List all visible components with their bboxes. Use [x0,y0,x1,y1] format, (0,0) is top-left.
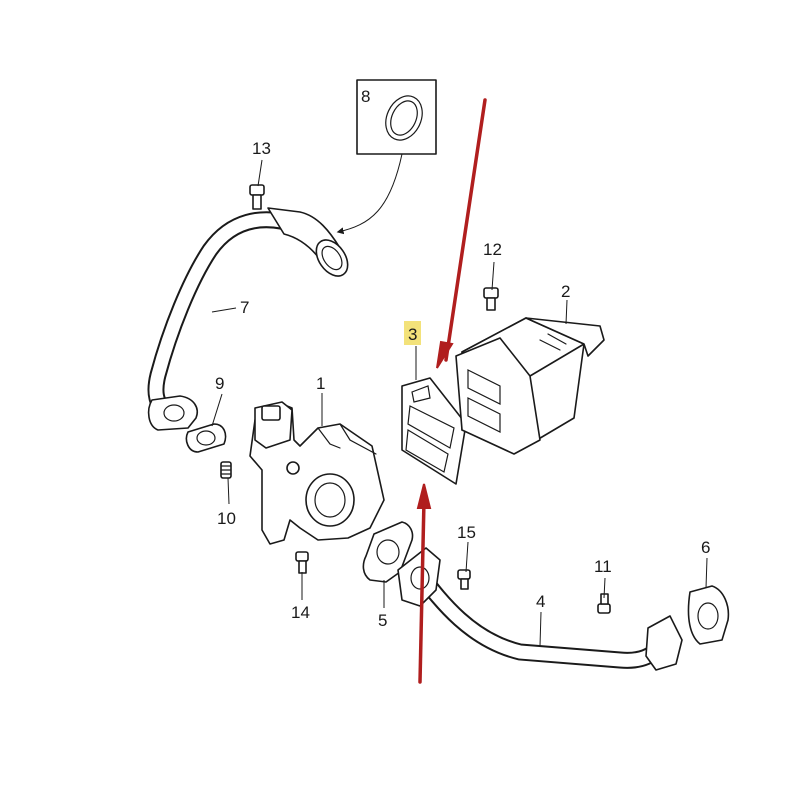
bolt-12 [483,287,499,311]
inset-box-8 [336,79,437,235]
callout-7: 7 [240,298,249,317]
red-arrow-down [444,98,487,362]
callout-1: 1 [316,374,325,393]
coolant-pipe-7 [147,207,349,431]
egr-valve-1 [249,401,385,545]
callout-3-highlight [404,321,421,345]
gasket-3 [401,377,467,485]
callouts: 8 13 7 9 1 10 14 5 3 12 2 15 11 4 6 [215,87,710,630]
callout-2: 2 [561,282,570,301]
gasket-5 [362,521,414,583]
callout-10: 10 [217,509,236,528]
gasket-9 [185,423,227,453]
callout-14: 14 [291,603,310,622]
callout-8: 8 [361,87,370,106]
stud-10 [220,461,232,479]
callout-9: 9 [215,374,224,393]
egr-pipe-4 [397,547,683,671]
callout-5: 5 [378,611,387,630]
egr-cooler-2 [455,317,605,455]
stud-15 [457,569,471,590]
callout-13: 13 [252,139,271,158]
bolt-11 [597,593,611,614]
leader-lines [211,159,708,647]
callout-4: 4 [536,592,545,611]
callout-6: 6 [701,538,710,557]
bolt-14 [295,551,309,574]
bolt-13 [249,184,265,210]
callout-11: 11 [594,557,612,576]
callout-3: 3 [408,325,417,344]
red-arrow-up [418,498,426,684]
gasket-6 [687,585,730,645]
callout-12: 12 [483,240,502,259]
red-arrows [416,98,487,684]
callout-15: 15 [457,523,476,542]
